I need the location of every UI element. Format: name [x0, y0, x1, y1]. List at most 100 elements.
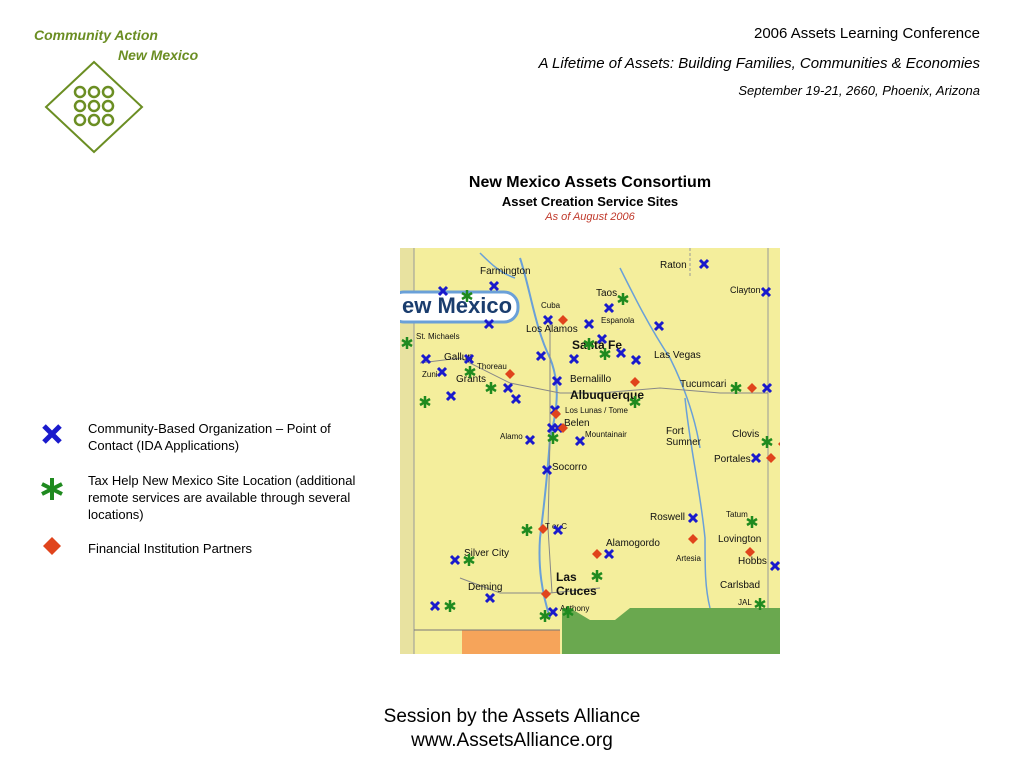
city-belen: Belen — [564, 418, 590, 429]
city-farmington: Farmington — [480, 266, 531, 277]
tax-marker — [485, 382, 497, 394]
city-alamo: Alamo — [500, 432, 523, 441]
cbo-marker — [483, 318, 495, 330]
cbo-marker — [437, 285, 449, 297]
legend-fin-label: Financial Institution Partners — [88, 541, 253, 556]
city-thoreau: Thoreau — [477, 362, 507, 371]
city-carlsbad: Carlsbad — [720, 580, 761, 591]
cbo-marker — [488, 280, 500, 292]
city-albuquerque: Albuquerque — [570, 388, 644, 402]
fin-marker — [505, 369, 515, 379]
city-roswell: Roswell — [650, 512, 686, 523]
logo-line2: New Mexico — [118, 47, 199, 63]
cbo-marker — [760, 286, 772, 298]
conference-theme: A Lifetime of Assets: Building Families,… — [538, 55, 980, 72]
tax-marker — [419, 396, 431, 408]
tax-marker — [730, 382, 742, 394]
legend-tax-label: Tax Help New Mexico Site Location (addit… — [88, 473, 356, 522]
logo-line1: Community Action — [34, 27, 158, 43]
tax-marker — [754, 598, 766, 610]
cbo-marker — [484, 592, 496, 604]
fin-marker — [688, 534, 698, 544]
cbo-marker — [698, 258, 710, 270]
city-mountainair: Mountainair — [585, 430, 627, 439]
city-tatum: Tatum — [726, 510, 748, 519]
city-alamogordo: Alamogordo — [606, 538, 660, 549]
tax-marker — [583, 338, 595, 350]
tax-marker — [562, 606, 574, 618]
fin-marker — [778, 442, 780, 446]
cbo-marker — [535, 350, 547, 362]
cbo-marker — [596, 333, 608, 345]
city-cuba: Cuba — [541, 301, 561, 310]
map-title: New Mexico Assets Consortium — [468, 174, 712, 191]
tax-marker — [599, 348, 611, 360]
tax-marker — [629, 396, 641, 408]
cbo-marker — [583, 318, 595, 330]
tax-marker — [591, 570, 603, 582]
city-los-lunas: Los Lunas / Tome — [565, 406, 629, 415]
city-clayton: Clayton — [730, 285, 761, 295]
city-deming: Deming — [468, 582, 503, 593]
nm-map: ew Mexico Farmington Raton Clayton Taos … — [400, 248, 780, 654]
tax-marker — [401, 337, 413, 349]
city-raton: Raton — [660, 260, 687, 271]
map-subtitle: Asset Creation Service Sites — [501, 194, 679, 209]
cbo-marker — [769, 560, 780, 572]
cbo-marker — [653, 320, 665, 332]
tax-marker — [547, 432, 559, 444]
cbo-marker — [603, 548, 615, 560]
tax-marker — [761, 436, 773, 448]
fin-marker — [745, 547, 755, 557]
map-asof: As of August 2006 — [545, 211, 635, 223]
city-portales: Portales — [714, 454, 751, 465]
city-jal: JAL — [738, 598, 752, 607]
footer-url: www.AssetsAlliance.org — [411, 730, 613, 751]
city-espanola: Espanola — [601, 316, 635, 325]
fin-marker — [558, 315, 568, 325]
green-asterisk-icon — [41, 478, 63, 500]
city-artesia: Artesia — [676, 554, 701, 563]
cbo-marker — [524, 434, 536, 446]
city-st-michaels: St. Michaels — [416, 332, 460, 341]
fin-marker — [541, 589, 551, 599]
tax-marker — [617, 293, 629, 305]
city-las-vegas: Las Vegas — [654, 350, 701, 361]
city-zuni: Zuni — [422, 370, 438, 379]
cbo-marker — [449, 554, 461, 566]
map-markers — [401, 258, 780, 622]
city-socorro: Socorro — [552, 462, 588, 473]
tax-marker — [539, 610, 551, 622]
cbo-marker — [429, 600, 441, 612]
city-anthony: Anthony — [560, 604, 590, 613]
city-lovington: Lovington — [718, 534, 762, 545]
cbo-marker — [542, 314, 554, 326]
city-hobbs: Hobbs — [738, 556, 767, 567]
city-clovis: Clovis — [732, 429, 760, 440]
cbo-marker — [603, 302, 615, 314]
cbo-marker — [502, 382, 514, 394]
tax-marker — [521, 524, 533, 536]
cbo-marker — [541, 464, 553, 476]
cbo-marker — [615, 347, 627, 359]
city-bernalillo: Bernalillo — [570, 374, 612, 385]
city-gallup: Gallup — [444, 352, 473, 363]
city-taos: Taos — [596, 288, 618, 299]
tax-marker — [746, 516, 758, 528]
city-los-alamos: Los Alamos — [526, 324, 578, 335]
blue-x-icon — [42, 424, 62, 444]
city-tucumcari: Tucumcari — [680, 379, 727, 390]
footer-session: Session by the Assets Alliance — [383, 706, 641, 727]
cbo-marker — [574, 435, 586, 447]
logo-diamond-icon — [44, 60, 144, 154]
city-silver-city: Silver City — [464, 548, 510, 559]
tax-marker — [463, 554, 475, 566]
cbo-marker — [420, 353, 432, 365]
fin-marker — [538, 524, 548, 534]
fin-marker — [558, 423, 568, 433]
city-grants: Grants — [456, 374, 487, 385]
cbo-marker — [761, 382, 773, 394]
conference-dates: September 19-21, 2660, Phoenix, Arizona — [738, 83, 980, 98]
tax-marker — [464, 366, 476, 378]
cbo-marker — [436, 366, 448, 378]
